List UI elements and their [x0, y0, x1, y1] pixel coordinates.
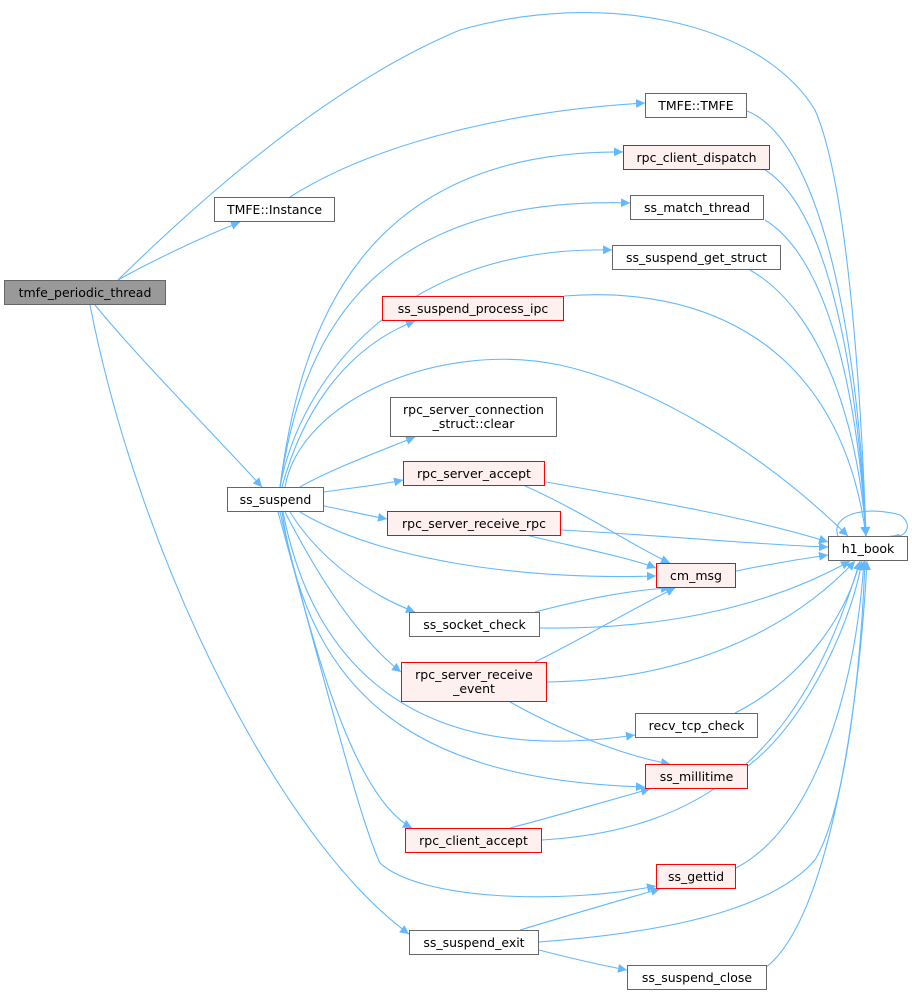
edge-tmfe-to-h1book	[746, 110, 871, 537]
node-rpc-server-receive-event[interactable]: rpc_server_receive _event	[401, 662, 547, 702]
node-h1-book[interactable]: h1_book	[828, 536, 908, 561]
edge-suspend-to-clear	[299, 436, 416, 488]
edge-suspend-to-gettid	[277, 511, 657, 898]
node-label: ss_suspend_get_struct	[626, 249, 767, 265]
node-tmfe-periodic-thread: tmfe_periodic_thread	[4, 280, 166, 305]
edge-recvrpc-to-cmmsg	[529, 535, 657, 569]
edge-accept-to-cmmsg	[524, 485, 671, 564]
edge-gettid-to-h1book	[735, 560, 868, 869]
edge-millitime-to-h1book	[744, 560, 865, 769]
edge-h1book-to-h1book	[836, 510, 908, 543]
node-label: rpc_server_connection _struct::clear	[403, 402, 544, 431]
node-rpc-server-connection-struct-clear[interactable]: rpc_server_connection _struct::clear	[390, 397, 557, 437]
node-label: tmfe_periodic_thread	[18, 284, 152, 300]
edge-suspendexit-to-h1book	[538, 560, 870, 943]
node-label: ss_millitime	[659, 768, 734, 784]
edge-getstruct-to-h1book	[749, 269, 870, 537]
edge-recvevent-to-millitime	[509, 701, 671, 767]
edge-suspend-to-socketcheck	[289, 511, 416, 614]
edge-matchthread-to-h1book	[764, 219, 870, 537]
node-ss-suspend[interactable]: ss_suspend	[227, 487, 324, 512]
node-rpc-server-receive-rpc[interactable]: rpc_server_receive_rpc	[387, 511, 561, 536]
node-ss-socket-check[interactable]: ss_socket_check	[409, 612, 540, 637]
node-label: ss_suspend_close	[641, 969, 753, 985]
node-rpc-server-accept[interactable]: rpc_server_accept	[403, 461, 545, 486]
edge-recvevent-to-cmmsg	[534, 587, 676, 663]
edge-accept-to-h1book	[539, 480, 829, 544]
edge-rcdispatch-to-h1book	[764, 169, 871, 537]
node-label: rpc_server_receive_rpc	[402, 515, 546, 531]
node-tmfe-instance[interactable]: TMFE::Instance	[214, 197, 335, 222]
edge-root-to-h1book	[117, 12, 871, 537]
edge-suspendclose-to-h1book	[764, 560, 872, 969]
node-rpc-client-accept[interactable]: rpc_client_accept	[405, 828, 542, 853]
node-label: rpc_server_accept	[417, 465, 531, 481]
edge-suspend-to-rcaccept	[279, 511, 413, 829]
edge-suspend-to-matchthread	[279, 198, 631, 488]
edge-root-to-instance	[117, 221, 241, 281]
edge-suspend-to-recvrpc	[323, 505, 388, 522]
edge-rcaccept-to-millitime	[509, 787, 651, 829]
edge-suspend-to-cmmsg	[299, 511, 657, 581]
node-label: ss_suspend_exit	[423, 934, 525, 950]
node-label: ss_match_thread	[643, 199, 751, 215]
edge-suspendexit-to-gettid	[519, 887, 661, 931]
edge-suspend-to-recvtcp	[282, 511, 636, 742]
node-label: rpc_server_receive _event	[415, 667, 533, 696]
edge-suspendexit-to-suspendclose	[538, 949, 628, 973]
node-label: ss_suspend	[239, 491, 312, 507]
node-ss-suspend-get-struct[interactable]: ss_suspend_get_struct	[612, 245, 781, 270]
node-label: TMFE::TMFE	[658, 97, 734, 113]
edge-processipc-to-h1book	[563, 294, 870, 537]
edge-suspend-to-rcdispatch	[279, 147, 624, 488]
node-ss-gettid[interactable]: ss_gettid	[656, 864, 736, 889]
node-tmfe-tmfe[interactable]: TMFE::TMFE	[645, 93, 747, 118]
node-ss-suspend-process-ipc[interactable]: ss_suspend_process_ipc	[382, 296, 564, 321]
node-rpc-client-dispatch[interactable]: rpc_client_dispatch	[623, 145, 770, 170]
edge-socketcheck-to-cmmsg	[534, 583, 671, 613]
node-label: h1_book	[841, 540, 895, 556]
edge-recvevent-to-h1book	[546, 560, 856, 683]
node-label: ss_gettid	[667, 868, 725, 884]
node-ss-suspend-close[interactable]: ss_suspend_close	[627, 965, 767, 990]
edge-socketcheck-to-h1book	[539, 560, 851, 629]
edge-root-to-suspend	[94, 304, 263, 488]
edge-cmmsg-to-h1book	[735, 551, 829, 572]
node-cm-msg[interactable]: cm_msg	[656, 563, 736, 588]
node-label: rpc_client_dispatch	[636, 149, 757, 165]
edge-suspend-to-recvevent	[284, 511, 402, 673]
edge-recvtcp-to-h1book	[734, 560, 863, 714]
node-ss-suspend-exit[interactable]: ss_suspend_exit	[409, 930, 539, 955]
edge-suspend-to-h1book	[284, 358, 849, 537]
edge-layer	[89, 12, 908, 973]
node-label: ss_suspend_process_ipc	[397, 300, 549, 316]
node-ss-match-thread[interactable]: ss_match_thread	[630, 195, 764, 220]
node-label: cm_msg	[670, 567, 722, 583]
node-label: recv_tcp_check	[648, 717, 745, 733]
edge-recvrpc-to-h1book	[560, 529, 829, 552]
edge-suspend-to-accept	[323, 477, 404, 493]
node-label: ss_socket_check	[423, 616, 526, 632]
edge-instance-to-tmfe	[289, 99, 646, 198]
edge-suspend-to-processipc	[281, 320, 416, 488]
edge-suspend-to-getstruct	[279, 245, 613, 488]
node-ss-millitime[interactable]: ss_millitime	[645, 764, 748, 789]
edge-rcaccept-to-h1book	[541, 560, 862, 841]
edge-suspend-to-millitime	[281, 511, 646, 792]
node-label: TMFE::Instance	[226, 201, 323, 217]
node-label: rpc_client_accept	[419, 832, 528, 848]
node-recv-tcp-check[interactable]: recv_tcp_check	[635, 713, 758, 738]
edge-root-to-suspendexit	[89, 304, 410, 935]
